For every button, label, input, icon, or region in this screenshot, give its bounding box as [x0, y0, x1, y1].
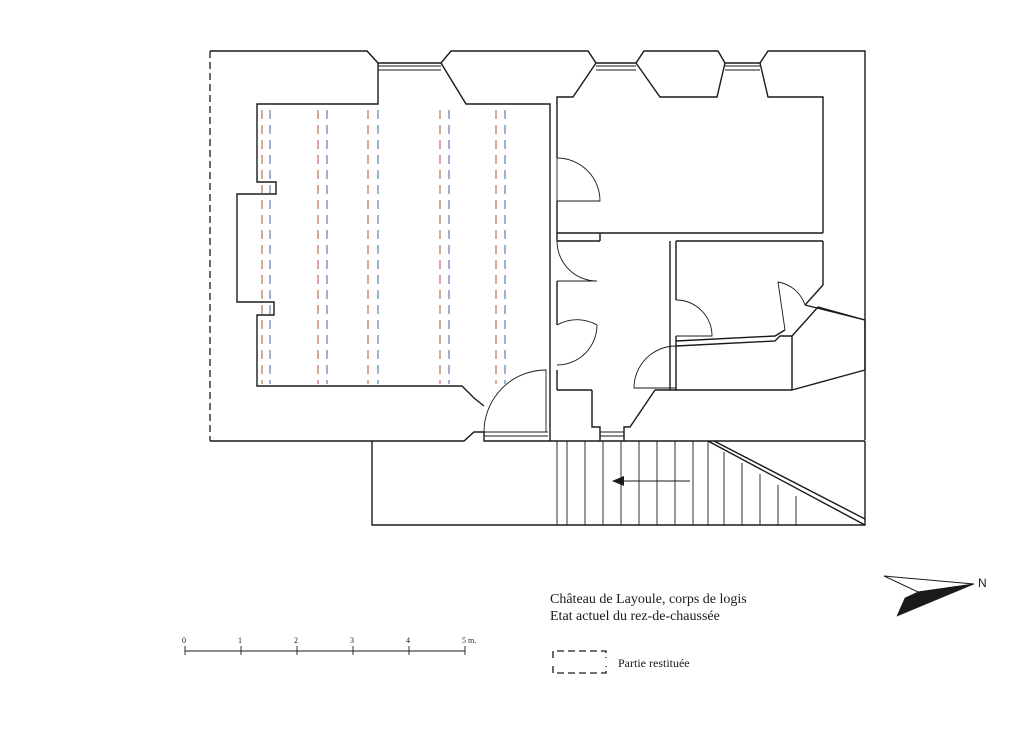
scale-bar: [184, 646, 466, 655]
main-hall: [236, 62, 551, 441]
doors: [483, 157, 806, 433]
north-arrow-icon: [883, 575, 975, 617]
scale-tick-0: 0: [182, 636, 186, 645]
scale-tick-1: 1: [238, 636, 242, 645]
scale-tick-4: 4: [406, 636, 410, 645]
east-rooms: [484, 62, 866, 441]
caption-title: Château de Layoule, corps de logis: [550, 592, 747, 607]
scale-tick-2: 2: [294, 636, 298, 645]
scale-tick-3: 3: [350, 636, 354, 645]
north-letter: N: [978, 576, 987, 590]
caption-subtitle: Etat actuel du rez-de-chaussée: [550, 609, 720, 624]
legend-symbol: [552, 650, 607, 674]
outer-walls: [209, 50, 866, 442]
ceiling-beams: [261, 110, 506, 384]
stair-terrace: [371, 440, 866, 526]
scale-tick-5: 5 m.: [462, 636, 477, 645]
legend-label: Partie restituée: [618, 656, 690, 670]
